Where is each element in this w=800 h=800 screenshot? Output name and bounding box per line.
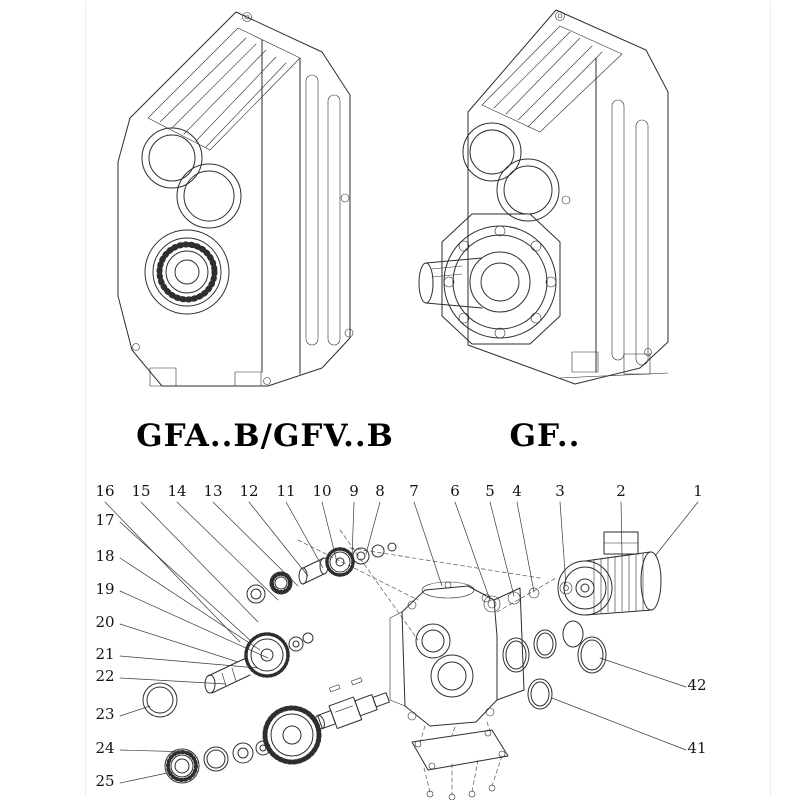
part-number-label: 19 [95,580,115,598]
frame-border [85,2,771,796]
small-gear [325,547,355,577]
part-number-label: 10 [312,482,332,500]
part-number-label: 1 [693,482,703,500]
output-shaft [418,257,483,309]
part-number-label: 41 [687,739,707,757]
part-number-label: 6 [450,482,460,500]
housing [389,581,525,727]
part-number-label: 17 [95,511,115,529]
part-number-label: 2 [616,482,626,500]
output-gear-and-shaft [262,677,390,765]
part-number-label: 5 [485,482,495,500]
part-number-label: 8 [375,482,385,500]
intermediate-gear-parts [142,632,314,718]
part-number-label: 11 [276,482,296,500]
part-number-label: 23 [95,705,115,723]
part-number-label: 21 [95,645,115,663]
motor [557,531,662,616]
model-label-right: GF.. [509,418,581,454]
gasket-and-bolts [411,729,509,800]
output-gear [262,705,322,765]
part-number-label: 14 [167,482,187,500]
output-flange [443,225,557,339]
bore-circle [141,127,203,189]
part-number-label: 3 [555,482,565,500]
part-number-label: 16 [95,482,115,500]
part-number-label: 9 [349,482,359,500]
model-label-left: GFA..B/GFV..B [136,418,394,454]
part-number-label: 20 [95,613,115,631]
input-shaft-parts [246,542,397,604]
bore-circle [462,122,522,182]
output-bearing [144,229,230,315]
leader-lines [104,501,699,784]
part-number-label: 4 [512,482,522,500]
ring [142,682,178,718]
part-number-label: 24 [95,739,115,757]
gearbox-flange-mounted-drawing [117,11,354,387]
motor-side-small-parts [483,581,573,613]
part-number-label: 18 [95,547,115,565]
part-number-label: 7 [409,482,419,500]
bearing-and-rings [164,740,271,784]
part-number-label: 13 [203,482,223,500]
projection-lines [297,529,557,796]
part-number-label: 42 [687,676,707,694]
part-number-label: 22 [95,667,115,685]
bore-circle [496,158,560,222]
gear [244,632,290,678]
part-number-label: 25 [95,772,115,790]
part-number-label: 12 [239,482,259,500]
exploded-parts-drawing [104,501,699,800]
gearbox-shaft-mounted-drawing [418,9,669,385]
part-number-label: 15 [131,482,151,500]
seal-rings [502,620,607,710]
bore-circle [176,163,242,229]
